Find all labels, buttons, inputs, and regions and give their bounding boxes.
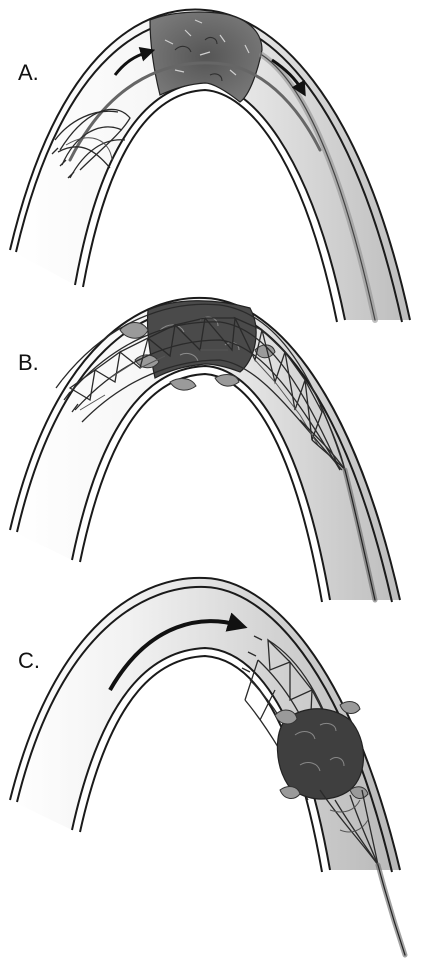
panel-label-b: B. <box>18 350 39 375</box>
panel-c: C. <box>10 578 405 955</box>
clot-a <box>150 12 262 102</box>
clot-c <box>275 702 368 800</box>
panel-a: A. <box>10 10 410 322</box>
panel-b: B. <box>10 298 400 602</box>
panel-label-c: C. <box>18 648 40 673</box>
panel-label-a: A. <box>18 60 39 85</box>
